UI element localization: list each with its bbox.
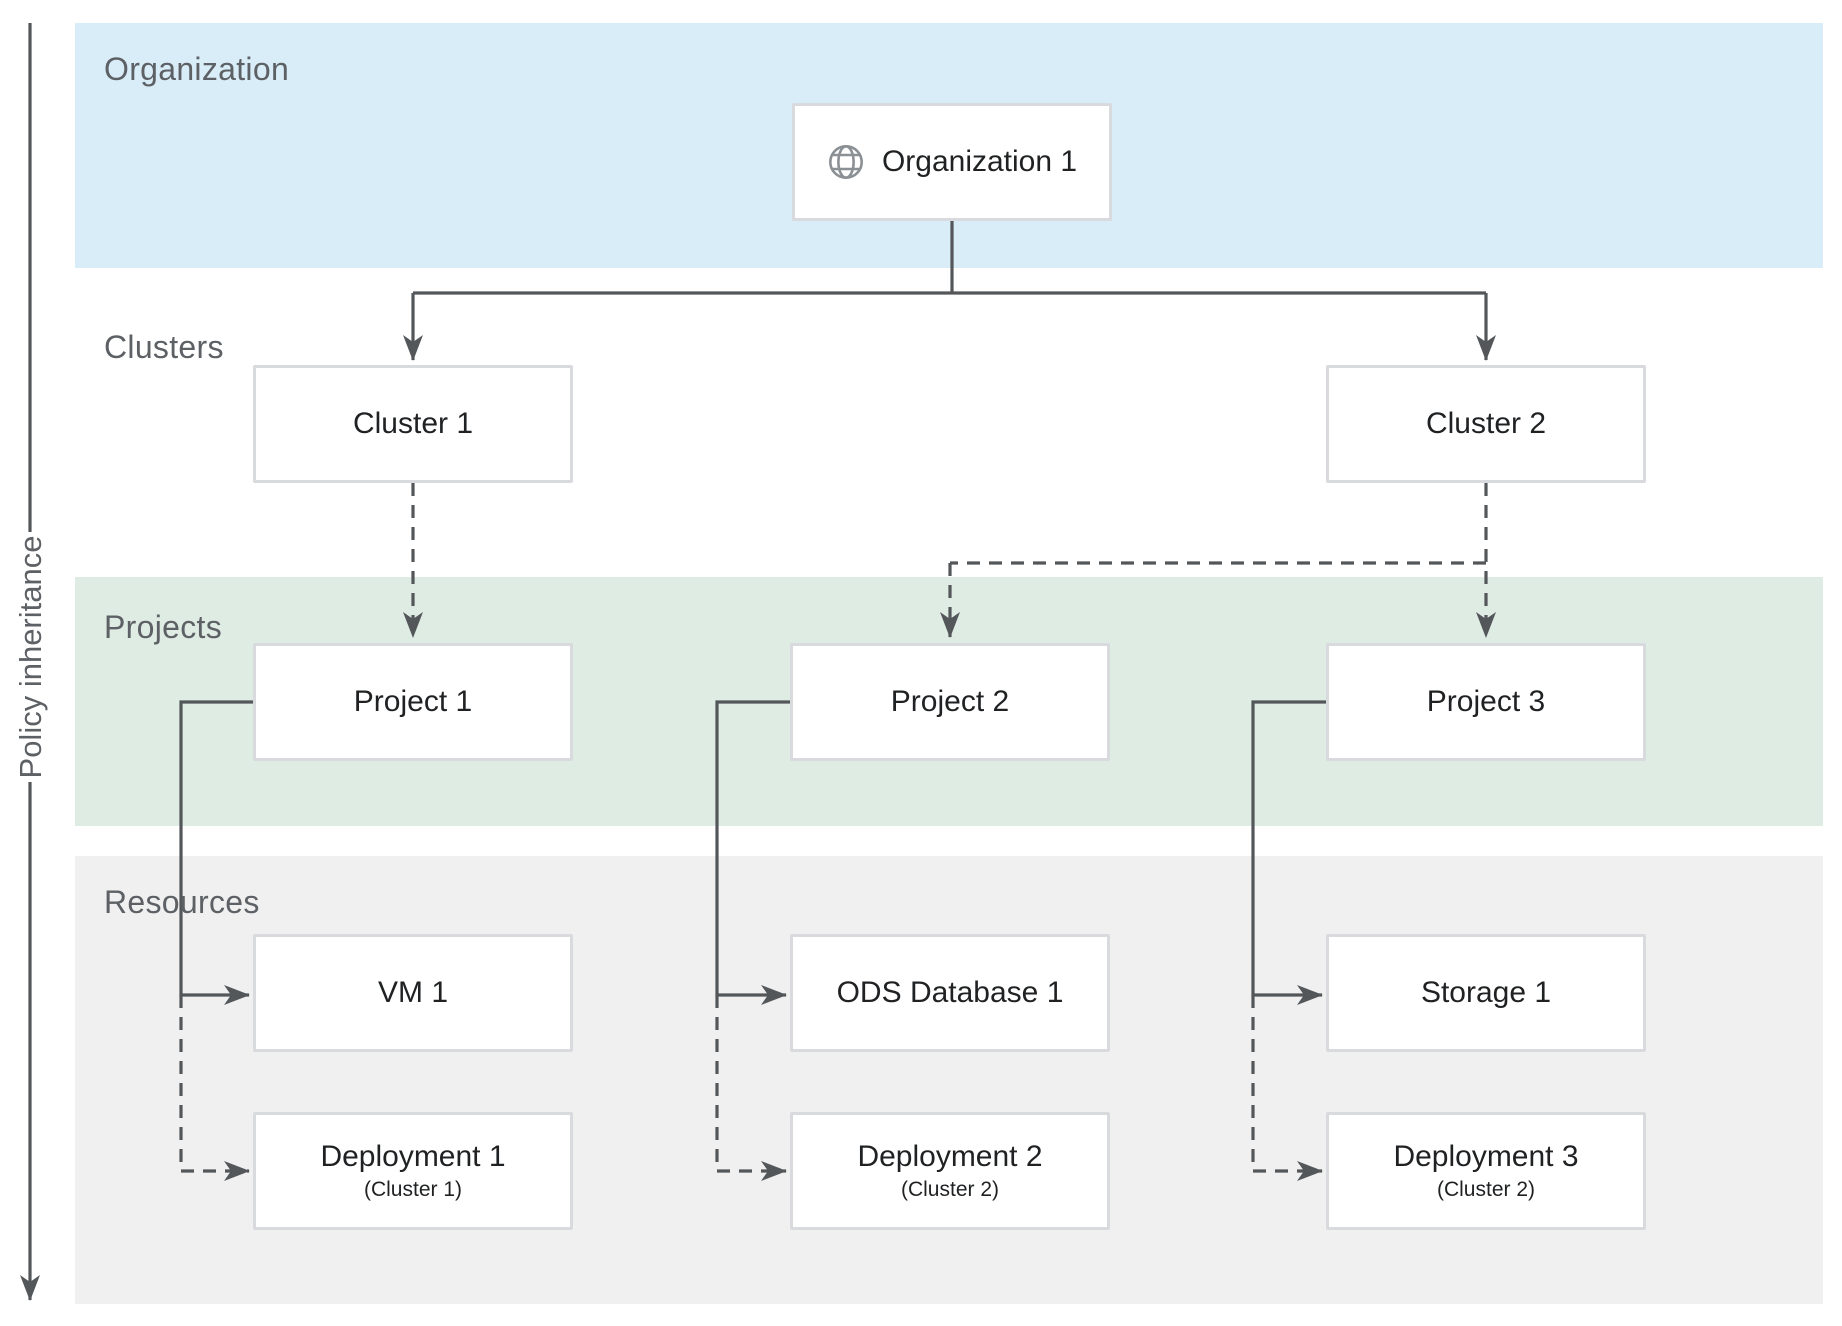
node-sublabel: (Cluster 1) <box>363 1178 463 1202</box>
node-label: Deployment 1 <box>320 1139 506 1173</box>
connector-project1-to-vm1 <box>179 700 253 1005</box>
connector-rail-to-deployment3 <box>1251 995 1323 1181</box>
connector-project3-to-storage1 <box>1251 700 1326 1005</box>
band-label-clusters: Clusters <box>104 329 224 365</box>
connector-rail-to-deployment1 <box>179 995 250 1181</box>
node-sublabel: (Cluster 2) <box>1436 1178 1536 1202</box>
connector-rail-to-deployment2 <box>715 995 787 1181</box>
node-label: ODS Database 1 <box>836 975 1064 1009</box>
node-deployment-2: Deployment 2 (Cluster 2) <box>790 1112 1110 1230</box>
node-label: Deployment 2 <box>857 1139 1043 1173</box>
node-storage-1: Storage 1 <box>1326 934 1646 1052</box>
node-label: Project 1 <box>353 684 473 718</box>
node-ods-database-1: ODS Database 1 <box>790 934 1110 1052</box>
node-project-2: Project 2 <box>790 643 1110 761</box>
node-deployment-3: Deployment 3 (Cluster 2) <box>1326 1112 1646 1230</box>
node-project-3: Project 3 <box>1326 643 1646 761</box>
connector-project2-to-ods-database1 <box>715 700 790 1005</box>
node-sublabel: (Cluster 2) <box>900 1178 1000 1202</box>
node-label: Project 2 <box>890 684 1010 718</box>
node-organization-1: Organization 1 <box>792 103 1112 221</box>
node-cluster-2: Cluster 2 <box>1326 365 1646 483</box>
node-cluster-1: Cluster 1 <box>253 365 573 483</box>
node-vm-1: VM 1 <box>253 934 573 1052</box>
band-label-organization: Organization <box>104 51 290 87</box>
node-label: Organization 1 <box>881 144 1078 178</box>
band-label-resources: Resources <box>104 884 260 920</box>
policy-inheritance-axis-label: Policy inheritance <box>13 535 48 779</box>
node-label: VM 1 <box>377 975 449 1009</box>
globe-icon <box>828 145 863 179</box>
node-deployment-1: Deployment 1 (Cluster 1) <box>253 1112 573 1230</box>
node-label: Cluster 1 <box>352 406 474 440</box>
node-label: Cluster 2 <box>1425 406 1547 440</box>
node-label: Project 3 <box>1426 684 1546 718</box>
band-label-projects: Projects <box>104 609 222 645</box>
node-project-1: Project 1 <box>253 643 573 761</box>
node-label: Deployment 3 <box>1393 1139 1579 1173</box>
node-label: Storage 1 <box>1420 975 1552 1009</box>
